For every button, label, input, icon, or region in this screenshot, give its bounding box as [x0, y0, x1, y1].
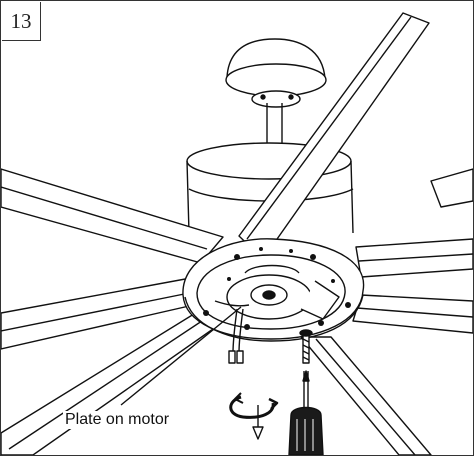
leader-line	[120, 306, 242, 406]
step-number: 13	[10, 9, 32, 33]
step-number-box: 13	[2, 2, 41, 41]
screwdriver-icon	[288, 370, 324, 455]
fan-blades	[1, 12, 473, 455]
caption-label: Plate on motor	[63, 411, 172, 429]
wires	[228, 308, 244, 364]
canopy	[225, 38, 327, 108]
screw-icon	[299, 329, 313, 364]
rotate-arrow-icon	[229, 392, 279, 440]
blade-hub	[182, 238, 365, 342]
